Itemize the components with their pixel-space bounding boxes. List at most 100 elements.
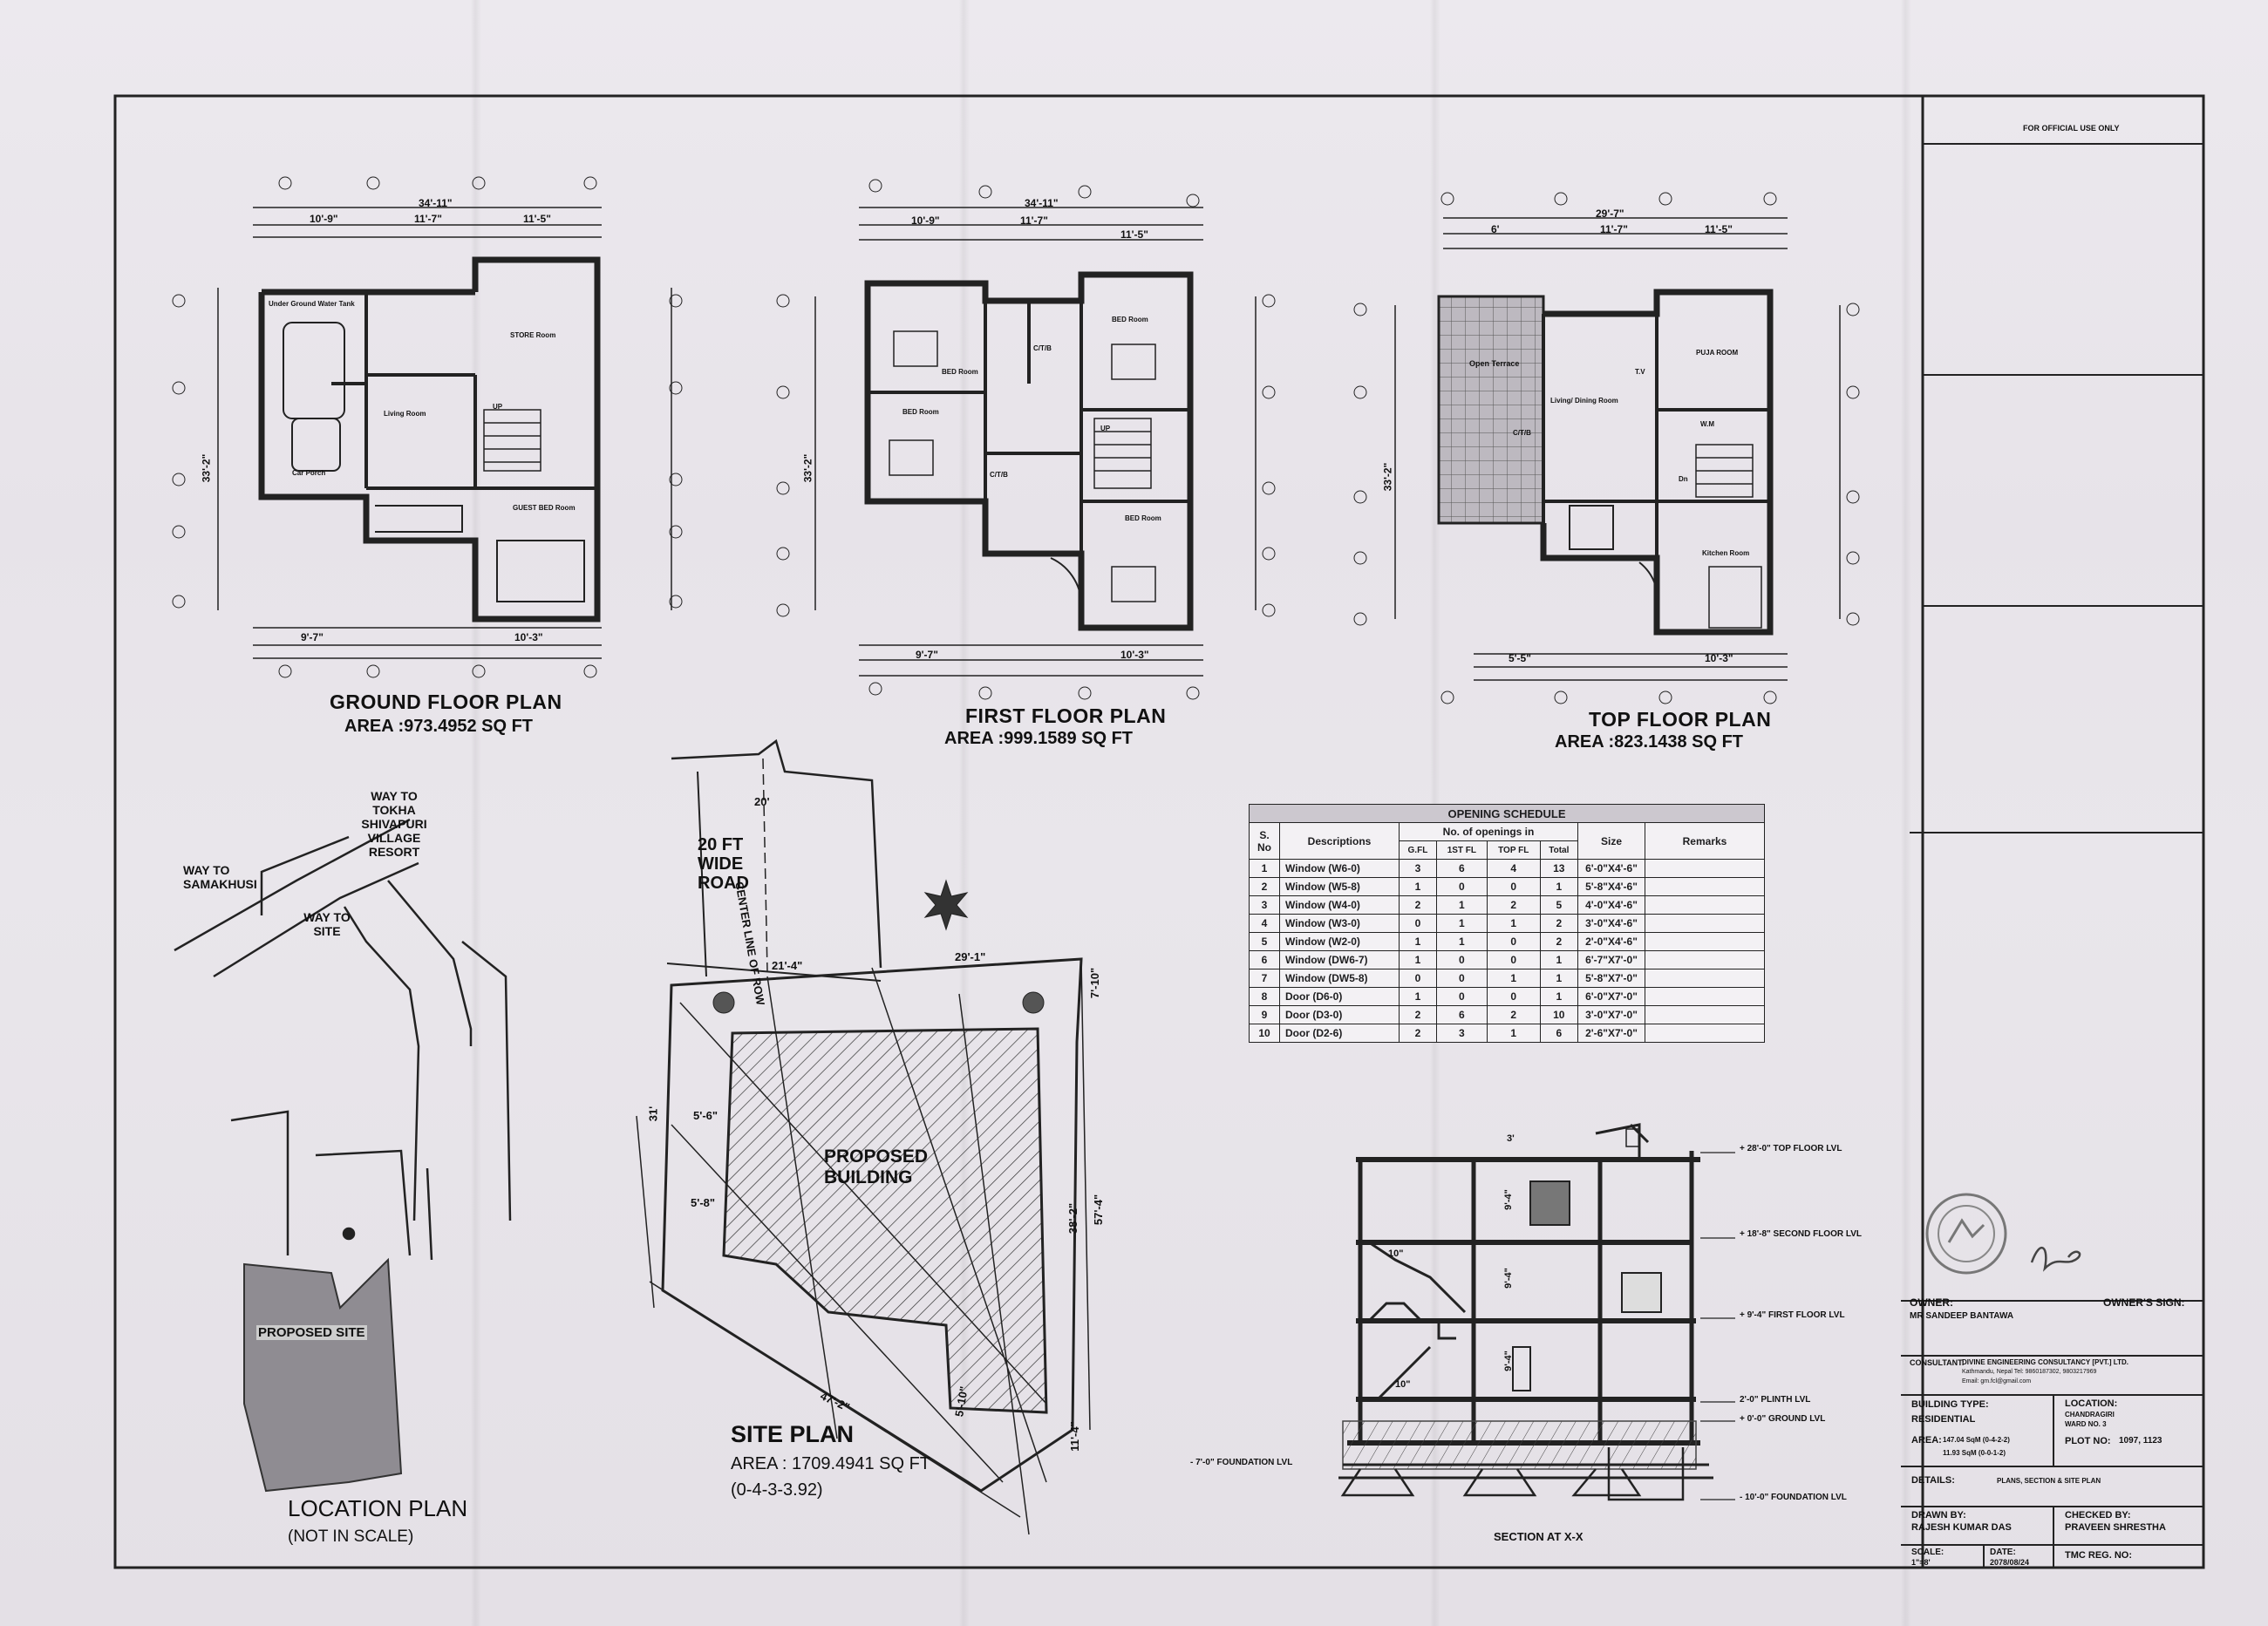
ff-dim-total: 34'-11" bbox=[1025, 197, 1059, 209]
tb-owner: MR SANDEEP BANTAWA bbox=[1910, 1311, 2014, 1321]
schedule-cell-gfl: 2 bbox=[1399, 1024, 1437, 1043]
schedule-cell-top: 1 bbox=[1486, 1024, 1541, 1043]
schedule-cell-fl1: 1 bbox=[1435, 895, 1488, 915]
site-plan-ropani: (0-4-3-3.92) bbox=[731, 1480, 823, 1500]
tf-dim-height: 33'-2" bbox=[1381, 462, 1394, 492]
schedule-col-sno: S. No bbox=[1249, 822, 1280, 860]
tb-tmc-label: TMC REG. NO: bbox=[2065, 1550, 2132, 1561]
ff-room-bed-3: BED Room bbox=[1112, 316, 1148, 323]
schedule-cell-desc: Window (W5-8) bbox=[1279, 877, 1400, 896]
ff-room-bed-4: BED Room bbox=[1125, 514, 1161, 522]
location-way-to-site: WAY TO SITE bbox=[303, 910, 351, 938]
schedule-cell-total: 10 bbox=[1539, 1005, 1579, 1024]
schedule-cell-top: 0 bbox=[1486, 932, 1541, 951]
top-floor-area: AREA :823.1438 SQ FT bbox=[1555, 732, 1744, 752]
schedule-col-total: Total bbox=[1539, 840, 1579, 860]
gf-stair-up: UP bbox=[493, 403, 503, 411]
tf-room-wm: W.M bbox=[1700, 420, 1714, 428]
ground-floor-plan-title: GROUND FLOOR PLAN bbox=[330, 691, 562, 713]
schedule-cell-top: 0 bbox=[1486, 950, 1541, 969]
tf-room-living-dining: Living/ Dining Room bbox=[1550, 397, 1618, 405]
ff-dim-top3: 11'-5" bbox=[1120, 228, 1148, 241]
ground-floor-area: AREA :973.4952 SQ FT bbox=[344, 717, 534, 736]
schedule-col-openings: No. of openings in bbox=[1399, 822, 1578, 841]
schedule-cell-desc: Window (W4-0) bbox=[1279, 895, 1400, 915]
schedule-cell-desc: Window (DW6-7) bbox=[1279, 950, 1400, 969]
schedule-cell-total: 1 bbox=[1539, 969, 1579, 988]
schedule-cell-sno: 4 bbox=[1249, 914, 1280, 933]
schedule-cell-size: 5'-8"X7'-0" bbox=[1577, 969, 1645, 988]
schedule-cell-sno: 3 bbox=[1249, 895, 1280, 915]
location-way-to-samakhusi: WAY TO SAMAKHUSI bbox=[183, 863, 257, 891]
tf-room-puja: PUJA ROOM bbox=[1696, 349, 1739, 357]
tb-sign-label: OWNER'S SIGN: bbox=[2103, 1296, 2185, 1309]
schedule-col-desc: Descriptions bbox=[1279, 822, 1400, 860]
section-level-foundation-1: - 7'-0" FOUNDATION LVL bbox=[1190, 1458, 1293, 1467]
first-floor-area: AREA :999.1589 SQ FT bbox=[944, 729, 1134, 748]
first-floor-plan-title: FIRST FLOOR PLAN bbox=[965, 704, 1167, 727]
tb-date-label: DATE: bbox=[1990, 1548, 2016, 1557]
schedule-cell-gfl: 1 bbox=[1399, 932, 1437, 951]
schedule-cell-total: 5 bbox=[1539, 895, 1579, 915]
schedule-cell-size: 4'-0"X4'-6" bbox=[1577, 895, 1645, 915]
schedule-cell-size: 6'-0"X4'-6" bbox=[1577, 859, 1645, 878]
tb-building-type-label: BUILDING TYPE: bbox=[1911, 1399, 1989, 1410]
ff-dim-seg1: 9'-7" bbox=[916, 649, 938, 661]
section-linework bbox=[1338, 1123, 1735, 1501]
schedule-cell-size: 2'-6"X7'-0" bbox=[1577, 1024, 1645, 1043]
schedule-cell-remarks bbox=[1645, 1024, 1765, 1043]
schedule-cell-remarks bbox=[1645, 895, 1765, 915]
site-dim-38-2: 38'-2" bbox=[1066, 1202, 1080, 1235]
schedule-cell-remarks bbox=[1645, 969, 1765, 988]
schedule-cell-sno: 8 bbox=[1249, 987, 1280, 1006]
opening-schedule-table: OPENING SCHEDULE S. No Descriptions No. … bbox=[1249, 804, 1765, 1043]
schedule-cell-size: 6'-7"X7'-0" bbox=[1577, 950, 1645, 969]
top-floor-plan-linework bbox=[1353, 192, 1860, 704]
schedule-cell-gfl: 1 bbox=[1399, 987, 1437, 1006]
section-level-foundation-2: - 10'-0" FOUNDATION LVL bbox=[1740, 1493, 1847, 1502]
gf-dim-seg1: 9'-7" bbox=[301, 631, 324, 643]
tb-consultant-addr: Kathmandu, Nepal Tel: 9860187302, 980321… bbox=[1962, 1369, 2097, 1375]
consultant-seal bbox=[1925, 1193, 2007, 1275]
top-floor-plan-title: TOP FLOOR PLAN bbox=[1589, 708, 1772, 731]
schedule-cell-size: 5'-8"X4'-6" bbox=[1577, 877, 1645, 896]
site-dim-57-4: 57'-4" bbox=[1092, 1194, 1106, 1226]
tf-dim-seg2: 10'-3" bbox=[1705, 652, 1733, 664]
schedule-cell-gfl: 0 bbox=[1399, 914, 1437, 933]
tb-scale: 1"=8' bbox=[1911, 1558, 1931, 1567]
tf-room-ctb: C/T/B bbox=[1513, 429, 1531, 437]
site-dim-21-4: 21'-4" bbox=[772, 959, 803, 972]
schedule-cell-total: 1 bbox=[1539, 987, 1579, 1006]
section-level-second: + 18'-8" SECOND FLOOR LVL bbox=[1740, 1229, 1863, 1239]
schedule-cell-top: 0 bbox=[1486, 877, 1541, 896]
schedule-cell-remarks bbox=[1645, 914, 1765, 933]
schedule-cell-remarks bbox=[1645, 1005, 1765, 1024]
schedule-cell-gfl: 2 bbox=[1399, 895, 1437, 915]
tf-dim-left: 6' bbox=[1491, 223, 1500, 235]
schedule-cell-sno: 6 bbox=[1249, 950, 1280, 969]
schedule-cell-total: 1 bbox=[1539, 877, 1579, 896]
gf-dim-height: 33'-2" bbox=[200, 453, 213, 483]
schedule-cell-desc: Door (D2-6) bbox=[1279, 1024, 1400, 1043]
schedule-cell-size: 3'-0"X4'-6" bbox=[1577, 914, 1645, 933]
schedule-cell-sno: 5 bbox=[1249, 932, 1280, 951]
tf-room-kitchen: Kitchen Room bbox=[1702, 549, 1750, 557]
tb-checked-label: CHECKED BY: bbox=[2065, 1510, 2131, 1521]
schedule-col-gfl: G.FL bbox=[1399, 840, 1437, 860]
tb-drawn: RAJESH KUMAR DAS bbox=[1911, 1522, 2012, 1533]
site-dim-5-8: 5'-8" bbox=[691, 1196, 716, 1209]
schedule-cell-sno: 2 bbox=[1249, 877, 1280, 896]
section-dim-4: 10" bbox=[1388, 1248, 1404, 1259]
gf-dim-left: 10'-9" bbox=[310, 213, 338, 225]
schedule-cell-top: 1 bbox=[1486, 969, 1541, 988]
ff-room-ctb-1: C/T/B bbox=[1033, 344, 1052, 352]
tb-consultant: DIVINE ENGINEERING CONSULTANCY [PVT.] LT… bbox=[1962, 1358, 2128, 1366]
schedule-cell-fl1: 0 bbox=[1435, 877, 1488, 896]
schedule-cell-fl1: 6 bbox=[1435, 1005, 1488, 1024]
schedule-cell-desc: Door (D6-0) bbox=[1279, 987, 1400, 1006]
schedule-cell-total: 13 bbox=[1539, 859, 1579, 878]
